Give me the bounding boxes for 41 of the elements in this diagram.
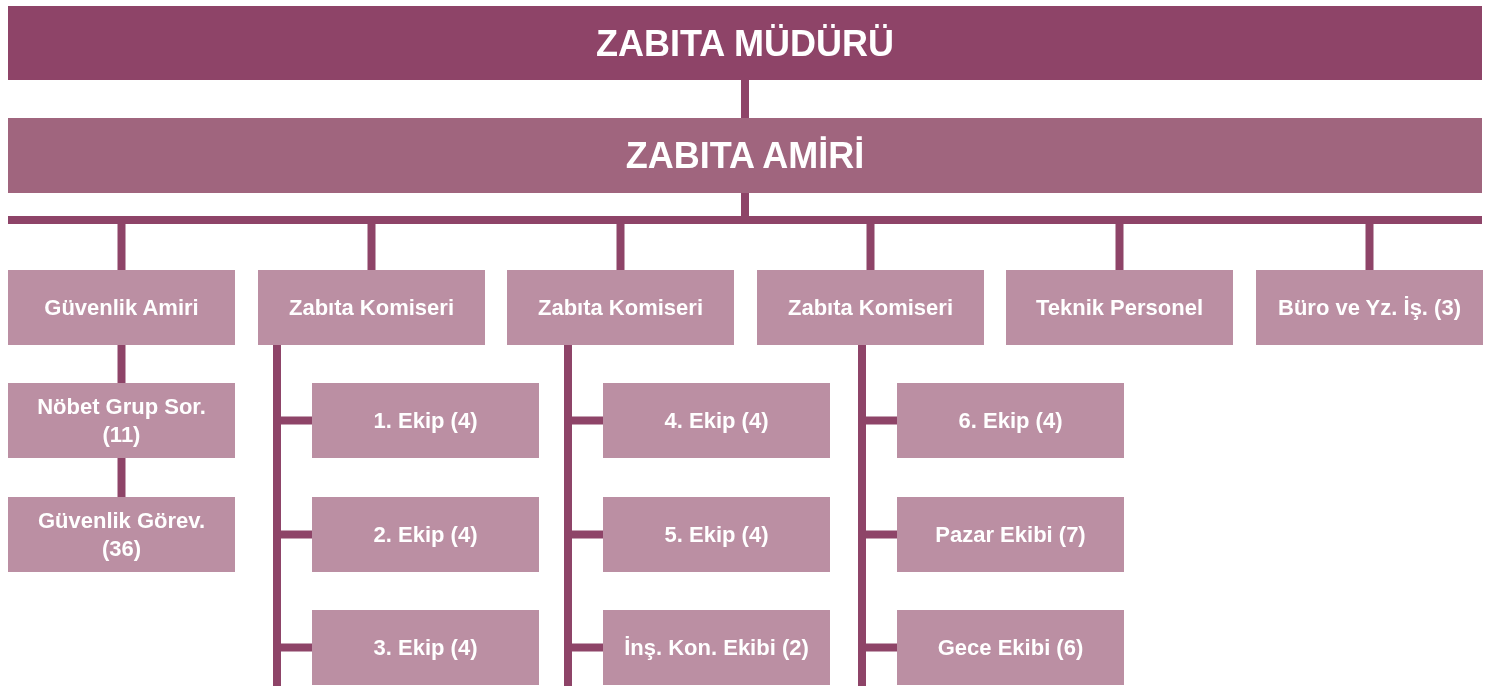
org-box bbox=[603, 610, 830, 685]
org-box bbox=[312, 497, 539, 572]
org-box bbox=[757, 270, 984, 345]
org-box bbox=[8, 6, 1482, 80]
box-label: Güvenlik Görev. (36) bbox=[36, 507, 207, 562]
box-label: 5. Ekip (4) bbox=[664, 520, 769, 549]
box-label: Zabıta Komiseri bbox=[537, 293, 703, 322]
org-box bbox=[897, 497, 1124, 572]
box-label: Büro ve Yz. İş. (3) bbox=[1278, 293, 1461, 322]
org-box bbox=[507, 270, 734, 345]
org-box bbox=[8, 383, 235, 458]
org-box bbox=[312, 383, 539, 458]
org-box bbox=[312, 610, 539, 685]
connector-line bbox=[117, 458, 126, 497]
box-label: 1. Ekip (4) bbox=[373, 406, 478, 435]
org-box bbox=[258, 270, 485, 345]
org-box bbox=[603, 497, 830, 572]
org-box bbox=[897, 383, 1124, 458]
box-label: Nöbet Grup Sor. (11) bbox=[36, 393, 207, 448]
box-label: ZABITA MÜDÜRÜ bbox=[596, 21, 894, 66]
box-label: Pazar Ekibi (7) bbox=[935, 520, 1086, 549]
org-box bbox=[1256, 270, 1483, 345]
box-label: Güvenlik Amiri bbox=[44, 293, 199, 322]
box-label: Teknik Personel bbox=[1035, 293, 1204, 322]
org-box bbox=[8, 270, 235, 345]
org-box bbox=[8, 118, 1482, 193]
connector-line bbox=[117, 345, 126, 383]
box-label: Zabıta Komiseri bbox=[288, 293, 454, 322]
box-label: 4. Ekip (4) bbox=[664, 406, 769, 435]
org-box bbox=[897, 610, 1124, 685]
box-label: 2. Ekip (4) bbox=[373, 520, 478, 549]
connector-line bbox=[741, 80, 749, 118]
box-label: 6. Ekip (4) bbox=[958, 406, 1063, 435]
box-label: 3. Ekip (4) bbox=[373, 633, 478, 662]
box-label: Gece Ekibi (6) bbox=[937, 633, 1084, 662]
org-box bbox=[8, 497, 235, 572]
box-label: İnş. Kon. Ekibi (2) bbox=[624, 633, 809, 662]
box-label: Zabıta Komiseri bbox=[787, 293, 953, 322]
org-box bbox=[603, 383, 830, 458]
box-label: ZABITA AMİRİ bbox=[625, 134, 865, 178]
org-box bbox=[1006, 270, 1233, 345]
